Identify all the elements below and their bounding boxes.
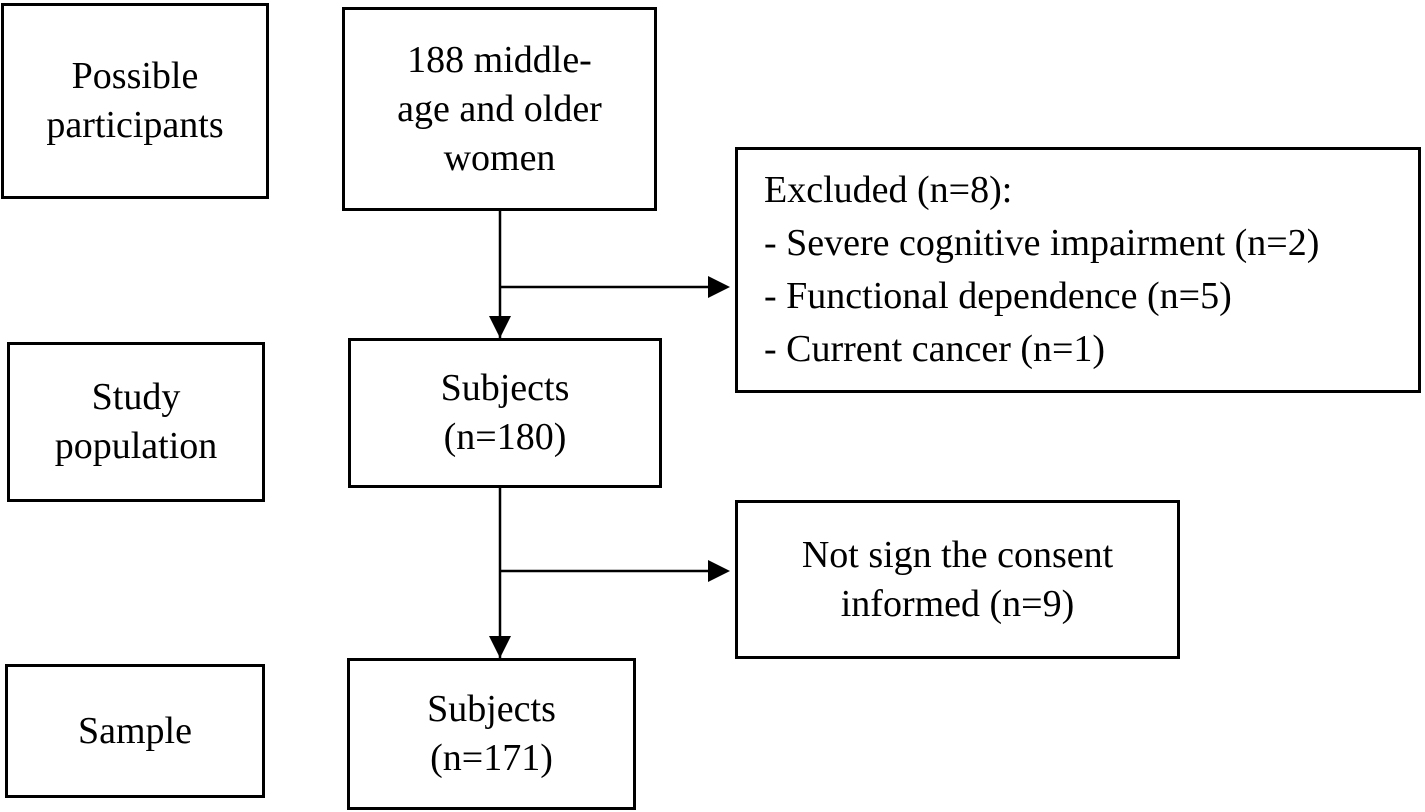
stage-possible-line-2: participants — [46, 104, 224, 146]
initial-line-3: women — [443, 136, 556, 179]
stage-possible-line-1: Possible — [71, 55, 199, 97]
arrowhead-consent — [708, 560, 730, 582]
stage-sample: Sample — [5, 664, 265, 798]
arrowhead-subjects-171 — [489, 636, 511, 658]
subjects-171-line-2: (n=171) — [430, 737, 553, 779]
initial-line-2: age and older — [397, 87, 602, 130]
subjects-180-line-2: (n=180) — [443, 416, 567, 458]
subjects-180-line-1: Subjects — [440, 367, 570, 409]
stage-study-population: Study population — [7, 342, 265, 502]
initial-line-1: 188 middle- — [407, 38, 592, 81]
excluded-heading: Excluded (n=8): — [764, 169, 1013, 211]
stage-sample-line-1: Sample — [78, 709, 192, 752]
box-subjects-171: Subjects (n=171) — [347, 658, 636, 810]
stage-study-line-2: population — [54, 425, 218, 467]
excluded-item-cognitive: - Severe cognitive impairment (n=2) — [764, 222, 1320, 264]
box-consent: Not sign the consent informed (n=9) — [735, 500, 1180, 659]
box-excluded: Excluded (n=8): - Severe cognitive impai… — [735, 147, 1421, 393]
stage-possible-participants: Possible participants — [1, 3, 269, 199]
subjects-171-line-1: Subjects — [427, 688, 556, 730]
consent-line-2: informed (n=9) — [840, 582, 1075, 625]
excluded-item-functional: - Functional dependence (n=5) — [764, 275, 1232, 317]
consent-line-1: Not sign the consent — [801, 533, 1114, 576]
arrowhead-subjects-180 — [489, 316, 511, 338]
box-initial-women: 188 middle- age and older women — [342, 7, 657, 211]
box-subjects-180: Subjects (n=180) — [348, 338, 662, 488]
excluded-item-cancer: - Current cancer (n=1) — [764, 328, 1106, 370]
stage-study-line-1: Study — [91, 376, 181, 418]
arrowhead-excluded — [708, 276, 730, 298]
